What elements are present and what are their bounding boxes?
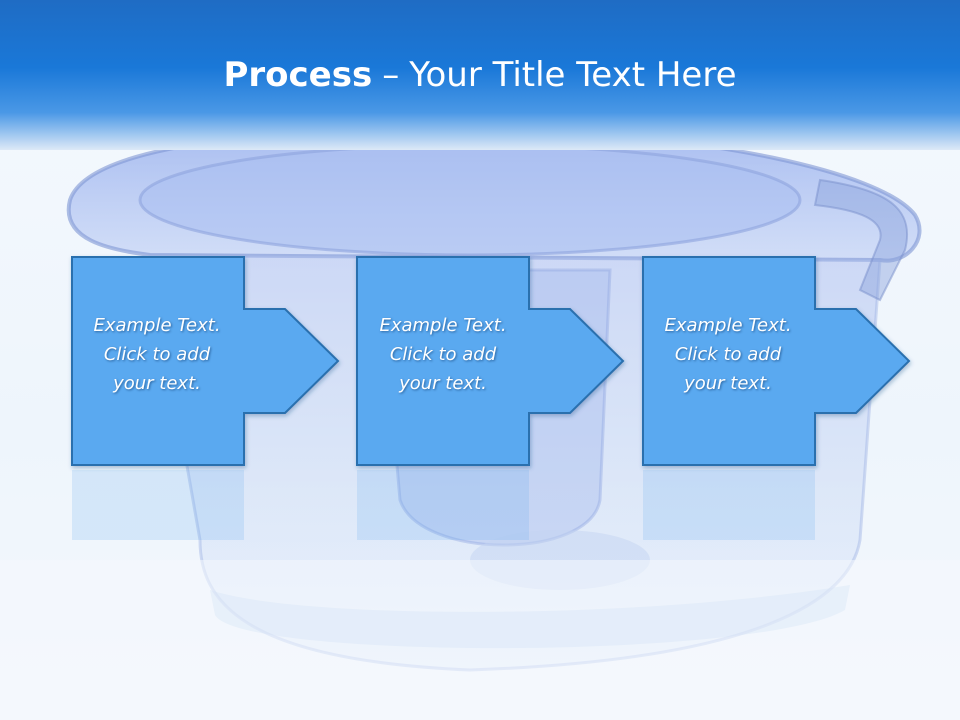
process-step-2[interactable]	[356, 256, 625, 540]
step-text-line: Click to add	[103, 344, 211, 365]
process-step-1[interactable]	[71, 256, 340, 540]
step-1-text[interactable]: Example Text. Click to add your text.	[72, 311, 242, 398]
title-rest: Your Title Text Here	[409, 55, 737, 95]
step-text-line: Click to add	[389, 344, 497, 365]
step-text-line: Example Text.	[93, 315, 221, 336]
title-dash: –	[382, 55, 400, 95]
process-step-3[interactable]	[642, 256, 911, 540]
step-arrow-shape	[642, 256, 911, 466]
step-text-line: your text.	[113, 373, 201, 394]
title-strong: Process	[223, 55, 373, 95]
step-arrow-shape	[71, 256, 340, 466]
step-text-line: Example Text.	[379, 315, 507, 336]
step-reflection	[357, 470, 529, 540]
step-reflection	[72, 470, 244, 540]
step-text-line: Click to add	[674, 344, 782, 365]
slide-title[interactable]: Process–Your Title Text Here	[0, 52, 960, 98]
step-text-line: your text.	[399, 373, 487, 394]
title-banner	[0, 0, 960, 150]
step-2-text[interactable]: Example Text. Click to add your text.	[358, 311, 528, 398]
step-text-line: your text.	[684, 373, 772, 394]
step-3-text[interactable]: Example Text. Click to add your text.	[643, 311, 813, 398]
step-arrow-shape	[356, 256, 625, 466]
step-text-line: Example Text.	[664, 315, 792, 336]
step-reflection	[643, 470, 815, 540]
